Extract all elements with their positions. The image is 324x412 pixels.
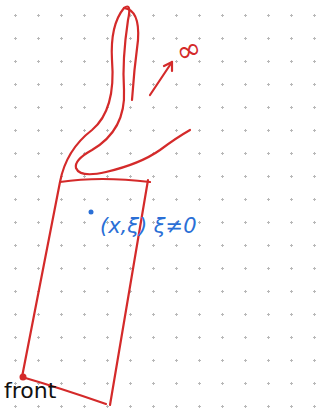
arrow-up bbox=[150, 62, 172, 95]
infinity-label: ∞ bbox=[171, 29, 206, 70]
sheet-edge bbox=[110, 180, 148, 405]
point bbox=[89, 210, 94, 215]
sheet-flap bbox=[124, 8, 138, 100]
region: (x,ξ) ξ≠0 bbox=[100, 214, 197, 238]
arrow-head bbox=[164, 62, 172, 71]
point-label: (x,ξ) ξ≠0 bbox=[100, 214, 197, 238]
sheet-edge bbox=[22, 182, 60, 377]
sheet-edge bbox=[60, 179, 150, 182]
front-label: front bbox=[4, 378, 56, 403]
sheet-flap bbox=[60, 7, 190, 183]
